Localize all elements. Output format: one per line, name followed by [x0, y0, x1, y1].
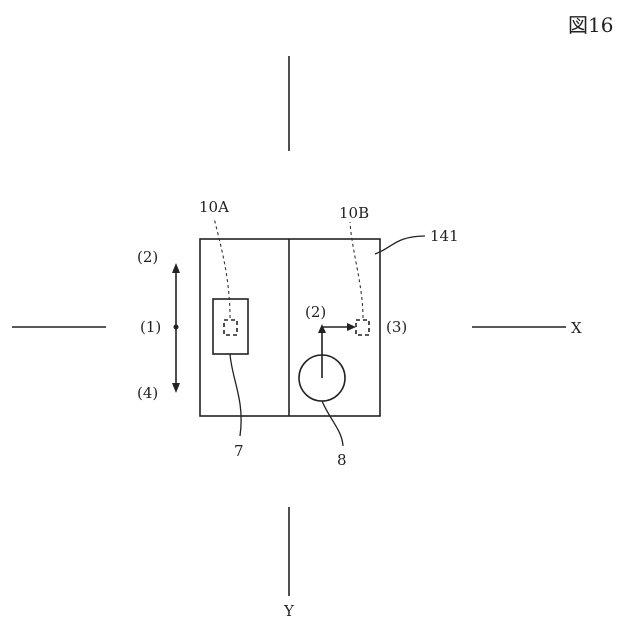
leader-10B	[350, 222, 363, 318]
label-10A: 10A	[199, 198, 229, 216]
element-7	[213, 299, 248, 354]
arrow-bottom-head	[172, 383, 180, 393]
leader-8	[322, 401, 343, 446]
mark-10A	[224, 320, 237, 335]
label-7: 7	[234, 442, 244, 460]
arrow-up-head	[318, 324, 326, 333]
label-pos-3-right: (3)	[386, 318, 407, 336]
label-10B: 10B	[339, 204, 369, 222]
label-pos-2-right: (2)	[305, 303, 326, 321]
leader-7	[230, 354, 241, 436]
label-pos-2-left: (2)	[137, 248, 158, 266]
leader-10A	[214, 218, 230, 318]
label-8: 8	[337, 451, 347, 469]
leader-141	[375, 236, 425, 254]
mark-10B	[356, 320, 369, 335]
figure-title: 図16	[568, 13, 613, 37]
axis-y-label: Y	[283, 602, 295, 620]
center-dot	[174, 325, 179, 330]
label-pos-1-left: (1)	[140, 318, 161, 336]
label-141: 141	[430, 227, 459, 245]
label-pos-4-left: (4)	[137, 384, 158, 402]
arrow-right-head	[347, 323, 356, 331]
axis-x-label: X	[571, 319, 582, 337]
arrow-top-head	[172, 263, 180, 273]
